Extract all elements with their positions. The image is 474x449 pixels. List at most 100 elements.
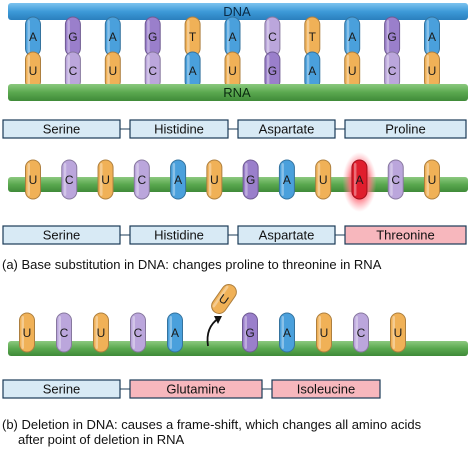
- base-shine: [208, 163, 212, 196]
- base-letter: C: [60, 326, 69, 340]
- caption-deletion-line1: (b) Deletion in DNA: causes a frame-shif…: [2, 417, 422, 432]
- base-letter: T: [309, 30, 317, 44]
- caption-substitution: (a) Base substitution in DNA: changes pr…: [2, 257, 382, 272]
- base-shine: [67, 55, 70, 86]
- base-shine: [147, 20, 150, 53]
- base-body: [351, 159, 368, 200]
- base-letter: G: [387, 30, 396, 44]
- base-C: C: [130, 312, 146, 353]
- base-C: C: [144, 51, 161, 90]
- base-letter: A: [308, 64, 316, 78]
- amino-acid-box: Histidine: [129, 225, 229, 245]
- base-letter: C: [65, 173, 74, 187]
- base-letter: C: [69, 64, 78, 78]
- rna-label: RNA: [223, 85, 251, 100]
- base-body: [167, 312, 183, 353]
- amino-acid-name: Isoleucine: [297, 382, 356, 397]
- base-C: C: [64, 51, 81, 90]
- base-A: A: [167, 312, 183, 353]
- base-letter: U: [428, 64, 437, 78]
- base-letter: U: [210, 173, 219, 187]
- base-shine: [107, 20, 110, 53]
- base-letter: A: [283, 173, 291, 187]
- amino-acid-box: Threonine: [344, 225, 467, 245]
- base-shine: [426, 55, 429, 86]
- base-letter: U: [97, 326, 106, 340]
- base-body: [278, 159, 295, 200]
- base-letter: U: [101, 173, 110, 187]
- amino-acid-box-bg: [237, 119, 336, 139]
- amino-acid-name: Serine: [43, 122, 81, 137]
- base-letter: C: [134, 326, 143, 340]
- base-letter: G: [245, 326, 254, 340]
- base-body: [56, 312, 72, 353]
- amino-acid-name: Histidine: [154, 228, 204, 243]
- amino-acid-box: Glutamine: [129, 379, 263, 399]
- base-shine: [132, 316, 135, 349]
- base-G: G: [242, 159, 259, 200]
- base-shine: [281, 163, 284, 196]
- deleted-base-tilted: U: [211, 284, 237, 314]
- amino-acid-box: Serine: [2, 225, 121, 245]
- base-shine: [426, 163, 429, 196]
- amino-acid-name: Aspartate: [259, 122, 315, 137]
- base-shine: [95, 316, 98, 349]
- base-shine: [100, 163, 103, 196]
- base-letter: C: [391, 173, 400, 187]
- base-shine: [27, 20, 30, 53]
- base-body: [279, 312, 295, 353]
- base-shine: [227, 55, 230, 86]
- base-letter: A: [109, 30, 117, 44]
- base-shine: [390, 163, 393, 196]
- base-shine: [281, 316, 284, 349]
- base-letter: U: [29, 173, 38, 187]
- base-U: U: [424, 159, 440, 200]
- base-body: [387, 159, 404, 200]
- base-body: [93, 312, 109, 353]
- base-letter: A: [228, 30, 236, 44]
- base-shine: [346, 55, 350, 86]
- base-G: G: [144, 16, 161, 57]
- base-U: U: [25, 51, 41, 90]
- base-shine: [169, 316, 172, 349]
- base-U: U: [19, 312, 35, 353]
- base-letter: U: [348, 64, 357, 78]
- base-C: C: [384, 51, 401, 90]
- base-A: A: [279, 312, 295, 353]
- base-shine: [266, 20, 270, 53]
- base-shine: [212, 285, 229, 308]
- amino-acid-box-bg: [237, 225, 336, 245]
- amino-acid-box-bg: [129, 225, 229, 245]
- base-body: [133, 159, 150, 200]
- base-shine: [245, 163, 248, 196]
- base-letter: G: [246, 173, 255, 187]
- base-body: [97, 159, 114, 200]
- base-shine: [266, 55, 270, 86]
- base-letter: U: [428, 173, 437, 187]
- base-body: [61, 159, 78, 200]
- base-shine: [386, 20, 390, 53]
- base-letter: A: [189, 64, 197, 78]
- caption-deletion-line2: after point of deletion in RNA: [18, 432, 185, 447]
- dna-strand: [8, 3, 468, 20]
- amino-acid-box: Serine: [2, 119, 121, 139]
- base-A: A: [184, 51, 201, 90]
- deleted-base: U: [211, 284, 237, 314]
- base-shine: [172, 163, 176, 196]
- base-letter: C: [357, 326, 366, 340]
- base-shine: [136, 163, 139, 196]
- base-shine: [353, 163, 357, 196]
- amino-acid-box-bg: [344, 119, 467, 139]
- base-A: A: [104, 16, 121, 57]
- base-shine: [306, 55, 310, 86]
- amino-acid-box: Histidine: [129, 119, 229, 139]
- amino-acid-box-bg: [2, 379, 121, 399]
- base-U: U: [316, 312, 332, 353]
- base-body: [211, 284, 237, 314]
